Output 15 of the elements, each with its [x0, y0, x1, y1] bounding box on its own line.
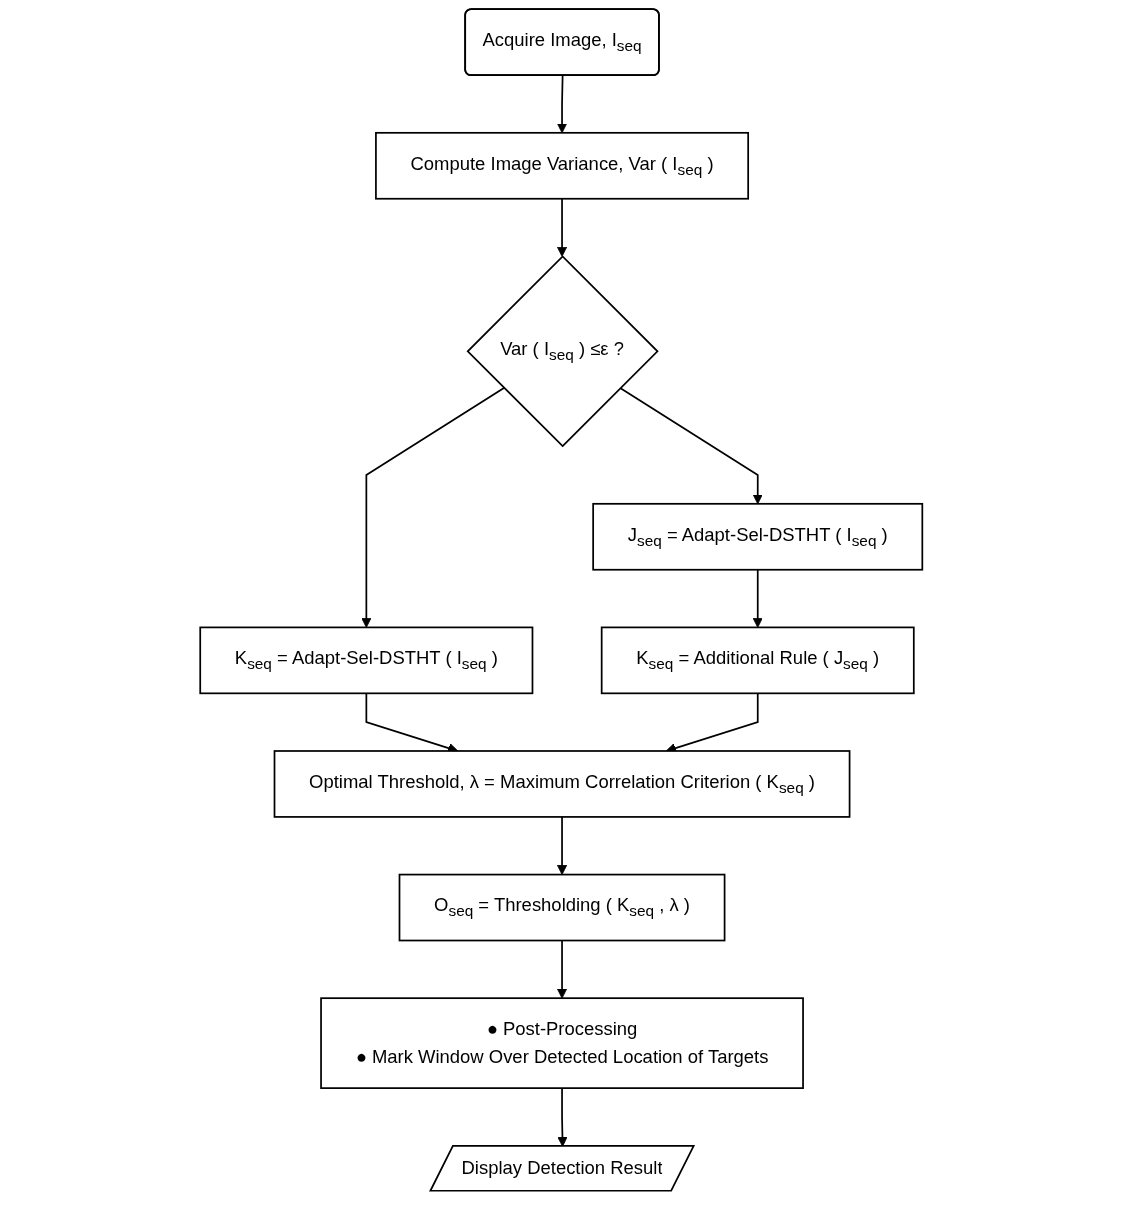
node-box: K$_{seq}$ = Additional Rule ( J$_{seq}$ ) [600, 626, 915, 695]
node-box: K$_{seq}$ = Adapt-Sel-DSTHT ( I$_{seq}$ ) [199, 626, 534, 695]
node-box: Optimal Threshold, λ = Maximum Correlation Criterion ( K$_{seq}$ ) [273, 750, 851, 818]
node-box: Compute Image Variance, Var ( I$_{seq}$ ) [374, 131, 749, 200]
node-box: O$_{seq}$ = Thresholding ( K$_{seq}$ , λ ) [398, 873, 726, 942]
node-diamond: Var ( I$_{seq}$ ) ≤ε ? [466, 255, 659, 448]
arrow [556, 74, 567, 134]
node-box: J$_{seq}$ = Adapt-Sel-DSTHT ( I$_{seq}$ ) [592, 502, 923, 571]
arrow [556, 939, 567, 999]
arrow [556, 197, 567, 257]
arrow [361, 387, 505, 628]
node-box: ● Post-Processing ● Mark Window Over Detected Location of Targets [319, 997, 804, 1089]
arrow [619, 387, 763, 505]
arrow [556, 816, 567, 876]
arrow [752, 568, 763, 628]
